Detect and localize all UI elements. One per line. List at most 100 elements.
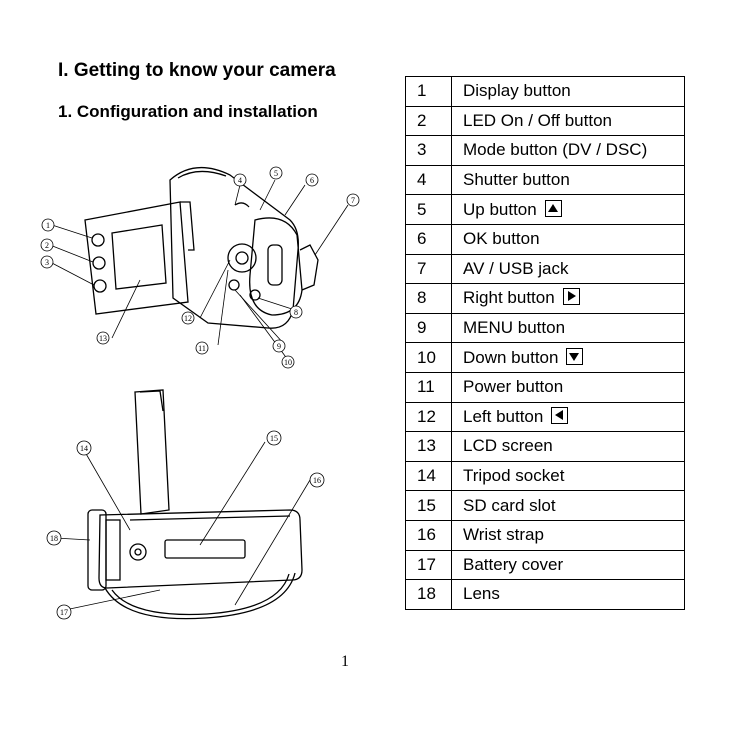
up-arrow-icon bbox=[544, 199, 562, 217]
part-number: 17 bbox=[405, 549, 452, 581]
part-name-cell: Lens bbox=[451, 579, 685, 610]
callout-2: 2 bbox=[45, 241, 49, 250]
callout-10: 10 bbox=[284, 358, 292, 367]
part-name: SD card slot bbox=[463, 495, 556, 515]
page-number: 1 bbox=[341, 653, 349, 670]
part-name-cell: Tripod socket bbox=[451, 460, 685, 492]
down-arrow-icon bbox=[566, 347, 584, 365]
callout-13: 13 bbox=[99, 334, 107, 343]
part-number: 10 bbox=[405, 342, 452, 373]
table-row: 16 Wrist strap bbox=[405, 519, 685, 551]
right-arrow-icon bbox=[562, 288, 580, 306]
part-name-cell: Display button bbox=[451, 76, 685, 107]
callout-6: 6 bbox=[310, 176, 314, 185]
callout-3: 3 bbox=[45, 258, 49, 267]
part-name-cell: OK button bbox=[451, 223, 685, 255]
part-name-cell: AV / USB jack bbox=[451, 253, 685, 285]
table-row: 13 LCD screen bbox=[405, 431, 685, 462]
part-name-cell: Mode button (DV / DSC) bbox=[451, 135, 685, 166]
part-name: Power button bbox=[463, 377, 564, 397]
part-name-cell: Shutter button bbox=[451, 164, 685, 196]
table-row: 15 SD card slot bbox=[405, 490, 685, 521]
part-number: 5 bbox=[405, 194, 452, 225]
part-name-cell: Left button bbox=[451, 401, 685, 433]
part-name: Down button bbox=[463, 347, 559, 367]
callout-1: 1 bbox=[46, 221, 50, 230]
part-number: 8 bbox=[405, 283, 452, 314]
parts-table: 1 Display button 2 LED On / Off button 3 Mode… bbox=[405, 76, 685, 610]
part-name: Right button bbox=[463, 288, 555, 308]
callout-14: 14 bbox=[80, 444, 88, 453]
part-name: Battery cover bbox=[463, 554, 564, 574]
table-row: 8 Right button bbox=[405, 283, 685, 314]
part-name-cell: LED On / Off button bbox=[451, 105, 685, 137]
part-name: Lens bbox=[463, 584, 500, 604]
part-number: 15 bbox=[405, 490, 452, 521]
callout-12: 12 bbox=[184, 314, 192, 323]
part-name: Mode button (DV / DSC) bbox=[463, 140, 648, 160]
part-number: 9 bbox=[405, 312, 452, 344]
callout-5: 5 bbox=[274, 169, 278, 178]
table-row: 10 Down button bbox=[405, 342, 685, 373]
part-name: LCD screen bbox=[463, 436, 553, 456]
part-name: MENU button bbox=[463, 318, 566, 338]
part-name: Tripod socket bbox=[463, 466, 565, 486]
section-title: I. Getting to know your camera bbox=[58, 60, 336, 81]
part-name: Display button bbox=[463, 81, 571, 101]
part-name-cell: Power button bbox=[451, 371, 685, 403]
camera-front-diagram: 1 2 3 4 5 6 7 8 9 10 11 12 13 bbox=[40, 166, 360, 369]
callout-7: 7 bbox=[351, 196, 355, 205]
part-name: Shutter button bbox=[463, 170, 570, 190]
part-number: 12 bbox=[405, 401, 452, 433]
part-name: Wrist strap bbox=[463, 525, 544, 545]
table-row: 17 Battery cover bbox=[405, 549, 685, 581]
part-number: 3 bbox=[405, 135, 452, 166]
part-name-cell: Down button bbox=[451, 342, 685, 373]
table-row: 12 Left button bbox=[405, 401, 685, 433]
part-name: Up button bbox=[463, 199, 537, 219]
part-number: 13 bbox=[405, 431, 452, 462]
camera-bottom-diagram: 14 15 16 17 18 bbox=[46, 389, 325, 620]
callout-11: 11 bbox=[198, 344, 206, 353]
subsection-title: 1. Configuration and installation bbox=[58, 102, 318, 121]
callout-18: 18 bbox=[50, 534, 58, 543]
part-name: LED On / Off button bbox=[463, 110, 612, 130]
table-row: 6 OK button bbox=[405, 223, 685, 255]
part-number: 1 bbox=[405, 76, 452, 107]
callout-9: 9 bbox=[277, 342, 281, 351]
callout-15: 15 bbox=[270, 434, 278, 443]
part-number: 2 bbox=[405, 105, 452, 137]
part-name-cell: Wrist strap bbox=[451, 519, 685, 551]
part-number: 18 bbox=[405, 579, 452, 610]
table-row: 2 LED On / Off button bbox=[405, 105, 685, 137]
part-number: 4 bbox=[405, 164, 452, 196]
table-row: 5 Up button bbox=[405, 194, 685, 225]
part-name: Left button bbox=[463, 406, 544, 426]
callout-8: 8 bbox=[294, 308, 298, 317]
part-name: OK button bbox=[463, 229, 540, 249]
table-row: 7 AV / USB jack bbox=[405, 253, 685, 285]
callout-16: 16 bbox=[313, 476, 321, 485]
table-row: 4 Shutter button bbox=[405, 164, 685, 196]
part-name-cell: SD card slot bbox=[451, 490, 685, 521]
left-arrow-icon bbox=[551, 406, 569, 424]
table-row: 11 Power button bbox=[405, 371, 685, 403]
part-name-cell: Battery cover bbox=[451, 549, 685, 581]
part-number: 14 bbox=[405, 460, 452, 492]
callout-17: 17 bbox=[60, 608, 68, 617]
table-row: 1 Display button bbox=[405, 76, 685, 107]
part-name-cell: MENU button bbox=[451, 312, 685, 344]
part-name: AV / USB jack bbox=[463, 258, 569, 278]
part-name-cell: Right button bbox=[451, 283, 685, 314]
table-row: 14 Tripod socket bbox=[405, 460, 685, 492]
part-number: 6 bbox=[405, 223, 452, 255]
part-number: 11 bbox=[405, 371, 452, 403]
part-name-cell: Up button bbox=[451, 194, 685, 225]
callout-4: 4 bbox=[238, 176, 242, 185]
part-name-cell: LCD screen bbox=[451, 431, 685, 462]
table-row: 3 Mode button (DV / DSC) bbox=[405, 135, 685, 166]
table-row: 18 Lens bbox=[405, 579, 685, 610]
table-row: 9 MENU button bbox=[405, 312, 685, 344]
part-number: 7 bbox=[405, 253, 452, 285]
part-number: 16 bbox=[405, 519, 452, 551]
